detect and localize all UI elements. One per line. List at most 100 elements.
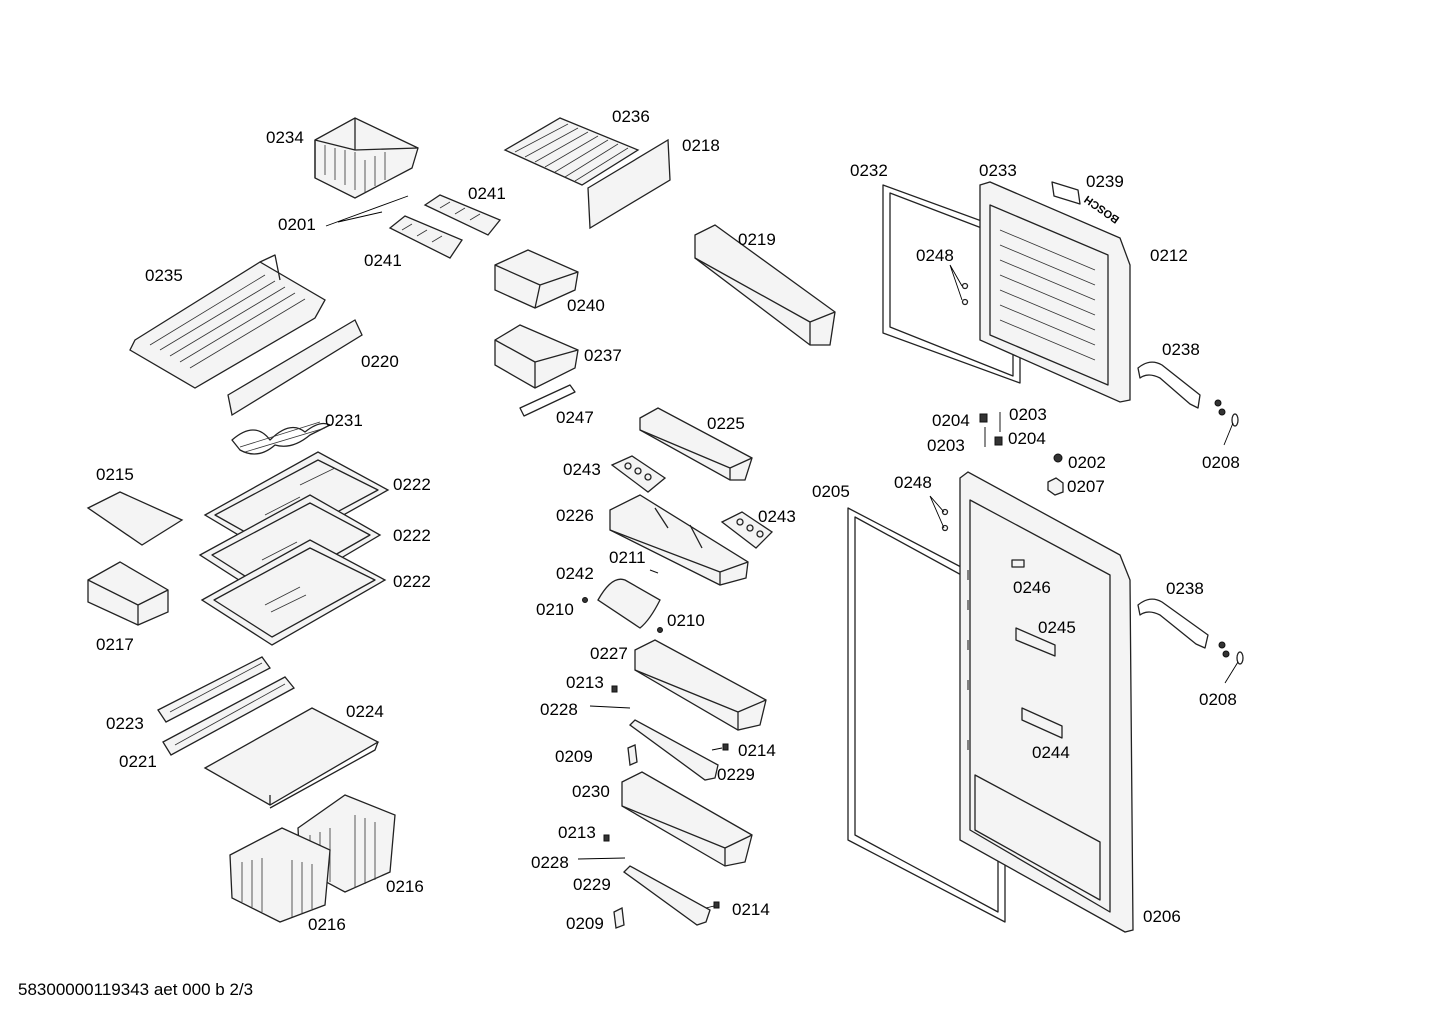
callout-label: 0230 bbox=[572, 782, 610, 801]
callout-label: 0210 bbox=[667, 611, 705, 630]
part-0215-cover bbox=[86, 491, 184, 546]
part-0241-ice-tray-upper bbox=[423, 194, 502, 236]
callout-label: 0209 bbox=[566, 914, 604, 933]
part-0235-crisper-drawer bbox=[129, 254, 326, 389]
callout-label: 0212 bbox=[1150, 246, 1188, 265]
part-0238-handle-lower bbox=[1137, 598, 1244, 665]
part-0211-screw bbox=[649, 569, 659, 574]
callout-label: 0233 bbox=[979, 161, 1017, 180]
callout-label: 0222 bbox=[393, 526, 431, 545]
part-0231-bottle-rack bbox=[231, 421, 331, 455]
callout-label: 0248 bbox=[916, 246, 954, 265]
part-0206-fridge-door bbox=[959, 471, 1134, 933]
part-0209-clip bbox=[627, 744, 638, 766]
callout-label: 0228 bbox=[531, 853, 569, 872]
callout-label: 0243 bbox=[563, 460, 601, 479]
callout-label: 0202 bbox=[1068, 453, 1106, 472]
part-0243-egg-tray bbox=[610, 455, 667, 493]
callout-label: 0204 bbox=[1008, 429, 1046, 448]
callout-label: 0237 bbox=[584, 346, 622, 365]
part-0217-box bbox=[87, 561, 169, 626]
part-0232-gasket bbox=[882, 184, 1021, 384]
callout-label: 0241 bbox=[468, 184, 506, 203]
callout-label: 0227 bbox=[590, 644, 628, 663]
callout-label: 0219 bbox=[738, 230, 776, 249]
part-0229-front-strip bbox=[629, 719, 719, 781]
part-0227-door-bin bbox=[634, 639, 767, 731]
callout-label: 0207 bbox=[1067, 477, 1105, 496]
diagram-reference-code: 58300000119343 aet 000 b 2/3 bbox=[18, 980, 254, 999]
callout-label: 0222 bbox=[393, 572, 431, 591]
callout-label: 0215 bbox=[96, 465, 134, 484]
callout-label: 0216 bbox=[308, 915, 346, 934]
callout-label: 0213 bbox=[566, 673, 604, 692]
callout-label: 0236 bbox=[612, 107, 650, 126]
part-hinge-set bbox=[979, 412, 1064, 496]
callout-label: 0229 bbox=[573, 875, 611, 894]
part-0219-door-shelf bbox=[694, 224, 836, 346]
callout-label: 0211 bbox=[609, 548, 646, 567]
callout-label: 0205 bbox=[812, 482, 850, 501]
part-0229-front-strip-2 bbox=[623, 865, 711, 926]
part-0233-freezer-door bbox=[979, 181, 1131, 403]
part-0230-door-bin bbox=[621, 771, 753, 867]
part-0241-ice-tray-lower bbox=[388, 215, 463, 259]
part-0248-clips bbox=[941, 282, 969, 532]
part-0236-grid-shelf bbox=[503, 117, 640, 186]
callout-label: 0247 bbox=[556, 408, 594, 427]
callout-label: 0217 bbox=[96, 635, 134, 654]
callout-label: 0224 bbox=[346, 702, 384, 721]
callout-label: 0221 bbox=[119, 752, 157, 771]
callout-label: 0242 bbox=[556, 564, 594, 583]
part-0222-glass-shelf-3 bbox=[200, 539, 387, 646]
callout-label: 0203 bbox=[927, 436, 965, 455]
callout-label: 0241 bbox=[364, 251, 402, 270]
callout-label: 0208 bbox=[1199, 690, 1237, 709]
callout-label: 0209 bbox=[555, 747, 593, 766]
callout-label: 0246 bbox=[1013, 578, 1051, 597]
part-0209-clip-2 bbox=[613, 907, 625, 929]
part-0226-door-bin bbox=[609, 494, 749, 586]
callout-label: 0214 bbox=[732, 900, 770, 919]
part-0240-ice-container bbox=[494, 249, 579, 309]
part-0238-handle-upper bbox=[1137, 361, 1239, 427]
part-0216-drawer-left bbox=[229, 827, 331, 923]
part-0224-glass-plate bbox=[203, 707, 380, 809]
part-0223-strip bbox=[157, 656, 271, 723]
part-0218-panel bbox=[587, 138, 671, 230]
callout-label: 0210 bbox=[536, 600, 574, 619]
callout-label: 0226 bbox=[556, 506, 594, 525]
callout-label: 0206 bbox=[1143, 907, 1181, 926]
callout-label: 0232 bbox=[850, 161, 888, 180]
callout-label: 0213 bbox=[558, 823, 596, 842]
callout-label: 0238 bbox=[1166, 579, 1204, 598]
callout-label: 0220 bbox=[361, 352, 399, 371]
callout-label: 0204 bbox=[932, 411, 970, 430]
callout-label: 0229 bbox=[717, 765, 755, 784]
callout-label: 0223 bbox=[106, 714, 144, 733]
callout-label: 0238 bbox=[1162, 340, 1200, 359]
leader-lines bbox=[325, 195, 1239, 909]
callout-label: 0225 bbox=[707, 414, 745, 433]
callout-label: 0248 bbox=[894, 473, 932, 492]
part-0221-strip bbox=[162, 676, 295, 756]
callout-label: 0231 bbox=[325, 411, 363, 430]
small-fasteners-center bbox=[582, 597, 729, 909]
callout-label: 0214 bbox=[738, 741, 776, 760]
callout-label: 0216 bbox=[386, 877, 424, 896]
part-0242-flap bbox=[597, 578, 661, 629]
part-0247-bracket bbox=[519, 384, 576, 417]
callout-labels: 0234 0236 0218 0201 0241 0241 0235 0240 … bbox=[96, 107, 1240, 934]
callout-label: 0203 bbox=[1009, 405, 1047, 424]
callout-label: 0201 bbox=[278, 215, 316, 234]
callout-label: 0234 bbox=[266, 128, 304, 147]
callout-label: 0243 bbox=[758, 507, 796, 526]
part-0243-egg-tray-2 bbox=[720, 511, 774, 549]
part-0205-gasket bbox=[847, 507, 1006, 923]
callout-label: 0235 bbox=[145, 266, 183, 285]
part-0234-basket bbox=[314, 117, 419, 199]
callout-label: 0244 bbox=[1032, 743, 1070, 762]
part-0220-profile bbox=[227, 319, 363, 417]
callout-label: 0218 bbox=[682, 136, 720, 155]
